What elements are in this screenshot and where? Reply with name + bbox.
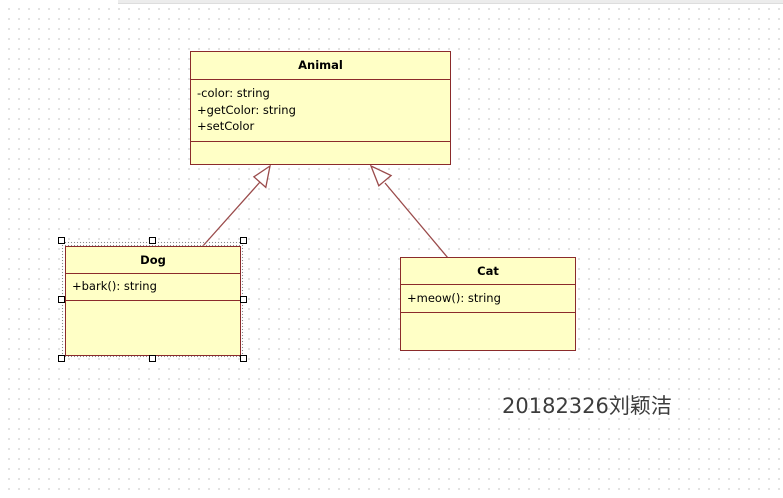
cat-to-animal-generalization[interactable]	[369, 164, 449, 259]
resize-handle-top-right[interactable]	[240, 237, 247, 244]
class-animal[interactable]: Animal -color: string +getColor: string …	[190, 51, 451, 165]
attribute: +setColor	[197, 119, 255, 133]
dog-to-animal-generalization[interactable]	[201, 164, 271, 248]
resize-handle-top[interactable]	[149, 237, 156, 244]
attribute: +getColor: string	[197, 102, 296, 117]
attributes-compartment: +meow(): string	[401, 285, 575, 313]
resize-handle-bottom-right[interactable]	[240, 355, 247, 362]
editor-top-edge	[118, 0, 783, 4]
operations-compartment	[66, 301, 240, 306]
class-cat[interactable]: Cat +meow(): string	[400, 257, 576, 351]
resize-handle-top-left[interactable]	[58, 237, 65, 244]
class-name: Cat	[401, 258, 575, 285]
attributes-compartment: +bark(): string	[66, 274, 240, 301]
attributes-compartment: -color: string +getColor: string +setCol…	[191, 80, 450, 142]
operations-compartment	[401, 313, 575, 318]
attribute: +bark(): string	[72, 279, 157, 293]
resize-handle-bottom-left[interactable]	[58, 355, 65, 362]
resize-handle-left[interactable]	[58, 296, 65, 303]
resize-handle-bottom[interactable]	[149, 355, 156, 362]
attribute: +meow(): string	[407, 291, 501, 305]
resize-handle-right[interactable]	[240, 296, 247, 303]
author-annotation: 20182326刘颖洁	[502, 394, 672, 418]
class-dog[interactable]: Dog +bark(): string	[65, 246, 241, 356]
class-name: Dog	[66, 247, 240, 274]
operations-compartment	[191, 142, 450, 147]
attribute: -color: string	[197, 86, 270, 100]
class-name: Animal	[191, 52, 450, 80]
